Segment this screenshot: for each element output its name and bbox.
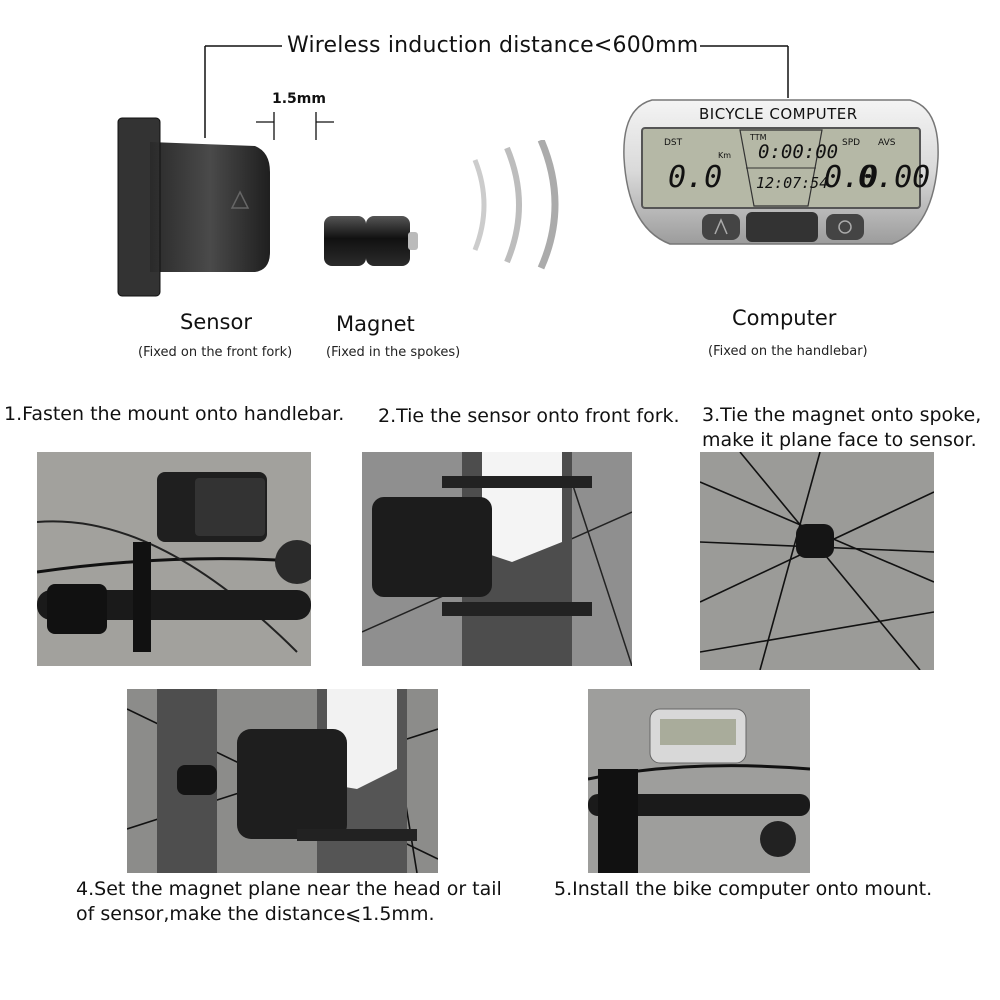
step-5-photo: [588, 689, 810, 873]
step-4-caption-line2: of sensor,make the distance⩽1.5mm.: [76, 903, 435, 925]
bike-computer-device: BICYCLE COMPUTER DST Km 0.0 TTM 0:00:00 …: [622, 98, 940, 248]
step-3-caption-line2: make it plane face to sensor.: [702, 429, 977, 451]
lcd-dst-label: DST: [664, 138, 683, 148]
sensor-note: (Fixed on the front fork): [138, 345, 293, 360]
step-1-photo: [37, 452, 311, 666]
lcd-ttm-value: 0:00:00: [758, 141, 839, 163]
lcd-clock-value: 12:07:54: [756, 174, 829, 192]
magnet-illustration: [324, 216, 418, 266]
distance-bracket: [204, 45, 789, 140]
step-2-caption: 2.Tie the sensor onto front fork.: [378, 405, 680, 427]
lcd-speed-value: 0.0: [824, 160, 879, 195]
computer-brand-label: BICYCLE COMPUTER: [699, 105, 858, 123]
step-3-photo: [700, 452, 934, 670]
sensor-illustration: [117, 117, 270, 297]
lcd-spd-label: SPD: [842, 138, 861, 148]
magnet-label: Magnet: [336, 312, 415, 336]
computer-label: Computer: [732, 306, 837, 330]
wireless-signal-icon: [472, 140, 559, 270]
step-4-photo: [127, 689, 438, 873]
step-1-caption: 1.Fasten the mount onto handlebar.: [4, 403, 345, 425]
computer-note: (Fixed on the handlebar): [708, 344, 868, 359]
lcd-dst-value: 0.0: [668, 160, 723, 195]
step-4-caption-line1: 4.Set the magnet plane near the head or …: [76, 878, 502, 900]
gap-label: 1.5mm: [272, 91, 326, 107]
sensor-label: Sensor: [180, 310, 252, 334]
lcd-km-label: Km: [718, 151, 732, 160]
lcd-avs-value: 0.00: [858, 160, 931, 195]
magnet-note: (Fixed in the spokes): [326, 345, 461, 360]
step-3-caption-line1: 3.Tie the magnet onto spoke,: [702, 404, 982, 426]
step-2-photo: [362, 452, 632, 666]
lcd-ttm-label: TTM: [750, 133, 767, 142]
lcd-avs-label: AVS: [878, 138, 896, 148]
distance-label: Wireless induction distance<600mm: [287, 33, 699, 58]
step-5-caption: 5.Install the bike computer onto mount.: [554, 878, 933, 900]
